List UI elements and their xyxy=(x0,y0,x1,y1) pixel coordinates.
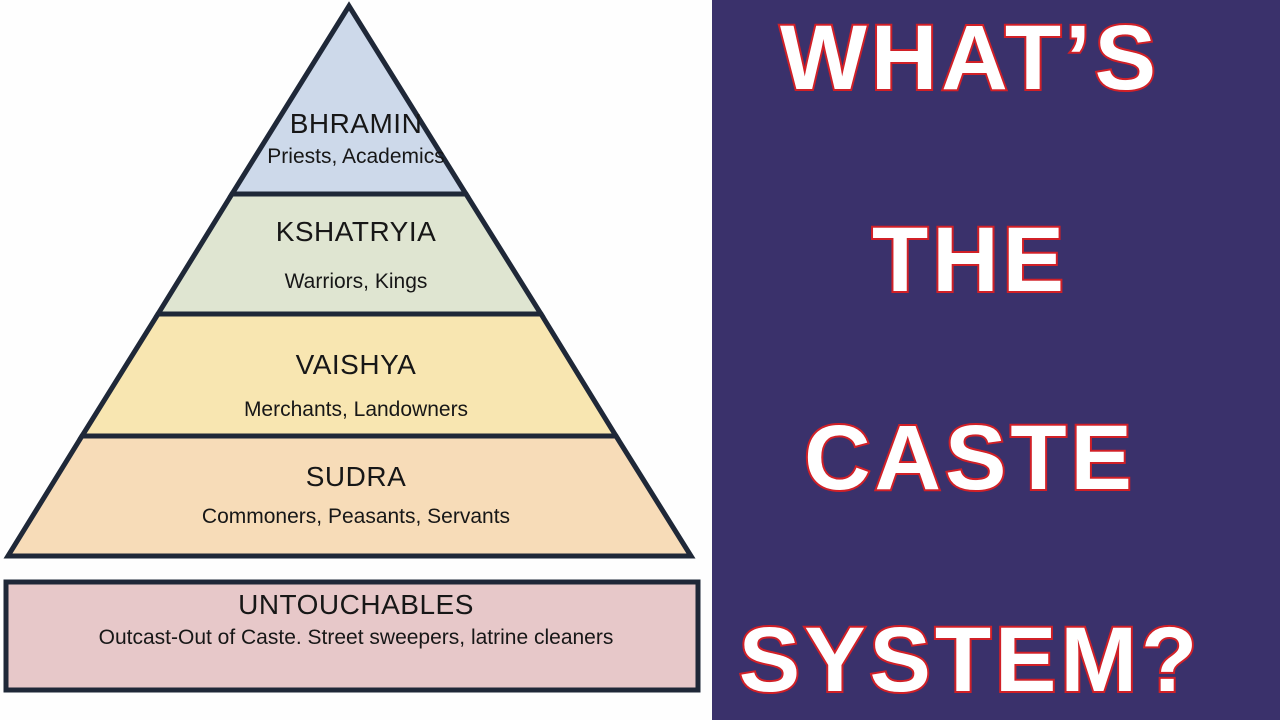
title-word-the: THE xyxy=(870,209,1068,311)
title-word-caste: CASTE xyxy=(802,407,1136,509)
caste-pyramid-panel: BHRAMIN Priests, Academics KSHATRYIA War… xyxy=(3,1,701,693)
level-description-kshatryia: Warriors, Kings xyxy=(284,270,428,293)
level-title-sudra: SUDRA xyxy=(305,461,407,492)
title-word-whats: WHAT’S xyxy=(778,7,1160,109)
caste-pyramid-diagram xyxy=(3,1,701,693)
level-description-sudra: Commoners, Peasants, Servants xyxy=(201,505,511,528)
video-title-panel: WHAT’S THE CASTE SYSTEM? xyxy=(712,0,1280,720)
level-title-bhramin: BHRAMIN xyxy=(289,108,423,139)
level-description-bhramin: Priests, Academics xyxy=(267,145,445,168)
pyramid-level-sudra-shape xyxy=(3,433,696,559)
title-word-system: SYSTEM? xyxy=(737,609,1202,711)
level-title-vaishya: VAISHYA xyxy=(295,349,417,380)
level-description-vaishya: Merchants, Landowners xyxy=(243,398,469,421)
pyramid-level-kshatryia-shape xyxy=(153,191,546,317)
level-title-kshatryia: KSHATRYIA xyxy=(275,216,437,247)
untouchables-box-shape xyxy=(3,579,701,693)
level-description-untouchables: Outcast-Out of Caste. Street sweepers, l… xyxy=(98,626,614,649)
level-title-untouchables: UNTOUCHABLES xyxy=(238,589,474,620)
